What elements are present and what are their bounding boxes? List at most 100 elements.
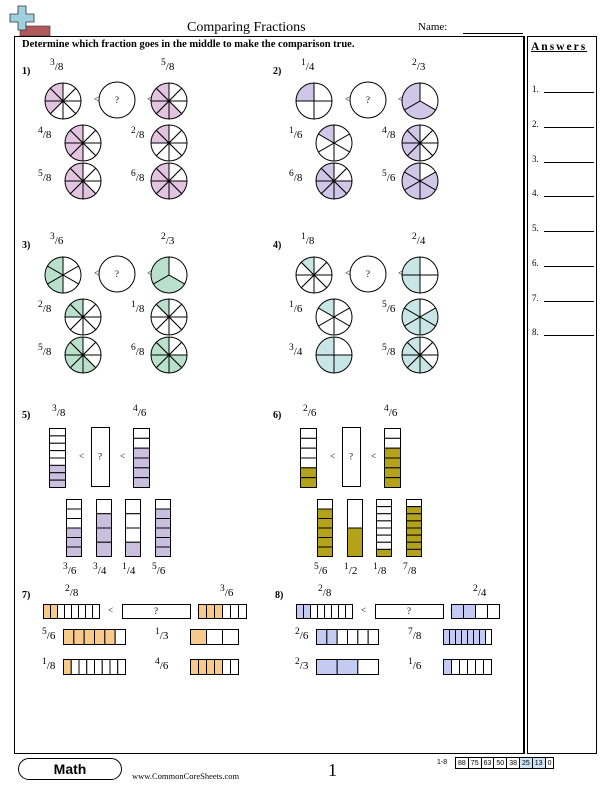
fraction-label: 3/6: [63, 562, 76, 577]
numerator: 2: [412, 232, 417, 242]
denominator: 4: [100, 565, 107, 577]
bar-segment: [406, 527, 422, 536]
numerator: 1: [289, 126, 294, 136]
problem-number: 1): [22, 66, 31, 77]
fraction-label: 4/6: [155, 657, 168, 672]
denominator: 4: [129, 565, 136, 577]
denominator: 8: [138, 129, 145, 141]
denominator: 8: [72, 587, 79, 599]
circle-slice: [401, 256, 421, 276]
fraction-slash: /: [377, 565, 381, 577]
denominator: 4: [308, 61, 315, 73]
mystery-bar: ?: [375, 604, 444, 619]
bar-segment: [406, 520, 422, 529]
fraction-slash: /: [42, 172, 46, 184]
bar-segment: [57, 604, 65, 619]
mystery-circle: ?: [349, 255, 387, 293]
page-number: 1: [328, 760, 337, 780]
bar-segment: [94, 629, 106, 645]
denominator: 6: [391, 407, 398, 419]
question-mark: ?: [349, 452, 353, 462]
circle-slice: [406, 124, 421, 145]
bar-segment: [49, 479, 66, 488]
bar-segment: [73, 629, 85, 645]
fraction-slash: /: [412, 630, 416, 642]
score-cell: 0: [544, 757, 555, 769]
fraction-slash: /: [42, 129, 46, 141]
bar-segment: [347, 629, 359, 645]
mystery-bar: ?: [91, 427, 110, 487]
fraction-slash: /: [54, 235, 58, 247]
answer-number: 3.: [532, 154, 539, 164]
bar-segment: [63, 659, 72, 675]
fraction-label: 1/6: [289, 300, 302, 315]
less-than-sign: <: [345, 94, 351, 104]
fraction-label: 1/2: [344, 562, 357, 577]
numerator: 2: [295, 627, 300, 637]
numerator: 5: [38, 169, 43, 179]
circle-slice: [46, 256, 64, 276]
fraction-circle: [150, 256, 188, 294]
fraction-label: 1/6: [408, 657, 421, 672]
fraction-label: 6/8: [289, 169, 302, 184]
circle-slice: [150, 256, 170, 285]
answer-line[interactable]: [544, 127, 594, 128]
answer-line[interactable]: [544, 335, 594, 336]
answer-line[interactable]: [544, 301, 594, 302]
bar-segment: [487, 604, 500, 619]
score-cell: 38: [506, 757, 520, 769]
fraction-label: 2/8: [318, 584, 331, 599]
bar-segment: [336, 659, 359, 675]
bar-outline: [122, 604, 191, 619]
bar-segment: [451, 604, 464, 619]
fraction-label: 5/8: [38, 169, 51, 184]
circle-slice: [155, 124, 170, 145]
fraction-label: 7/8: [408, 627, 421, 642]
fraction-circle: [401, 124, 439, 162]
answer-line[interactable]: [544, 162, 594, 163]
fraction-slash: /: [416, 61, 420, 73]
answer-line[interactable]: [544, 266, 594, 267]
numerator: 3: [289, 343, 294, 353]
bar-segment: [230, 659, 239, 675]
question-mark: ?: [407, 606, 411, 616]
denominator: 6: [389, 172, 396, 184]
bar-segment: [190, 659, 199, 675]
bar-segment: [300, 437, 317, 449]
bar-segment: [230, 604, 239, 619]
fraction-circle: [401, 256, 439, 294]
bar-segment: [104, 629, 116, 645]
mystery-circle: ?: [349, 81, 387, 119]
numerator: 7: [408, 627, 413, 637]
fraction-circle: [64, 124, 102, 162]
fraction-label: 4/6: [133, 404, 146, 419]
bar-segment: [66, 546, 82, 557]
answer-line[interactable]: [544, 92, 594, 93]
fraction-bar: [406, 499, 422, 557]
answer-line[interactable]: [544, 196, 594, 197]
bar-segment: [483, 659, 492, 675]
numerator: 5: [42, 627, 47, 637]
numerator: 1: [131, 300, 136, 310]
answer-line[interactable]: [544, 231, 594, 232]
answer-number: 2.: [532, 119, 539, 129]
fraction-label: 1/6: [289, 126, 302, 141]
bar-segment: [66, 537, 82, 548]
bar-segment: [467, 629, 474, 645]
score-cell: 13: [531, 757, 546, 769]
bar-segment: [214, 604, 223, 619]
bar-segment: [155, 499, 171, 510]
circle-slice: [419, 274, 439, 294]
bar-segment: [451, 659, 460, 675]
circle-slice: [401, 274, 421, 294]
fraction-bar: [155, 499, 171, 557]
numerator: 6: [289, 169, 294, 179]
fraction-circle: [150, 82, 188, 120]
bar-segment: [296, 604, 304, 619]
circle-slice: [313, 100, 333, 120]
bar-segment: [206, 604, 215, 619]
bar-segment: [303, 604, 311, 619]
name-field[interactable]: [463, 33, 523, 34]
numerator: 1: [344, 562, 349, 572]
denominator: 6: [49, 630, 56, 642]
